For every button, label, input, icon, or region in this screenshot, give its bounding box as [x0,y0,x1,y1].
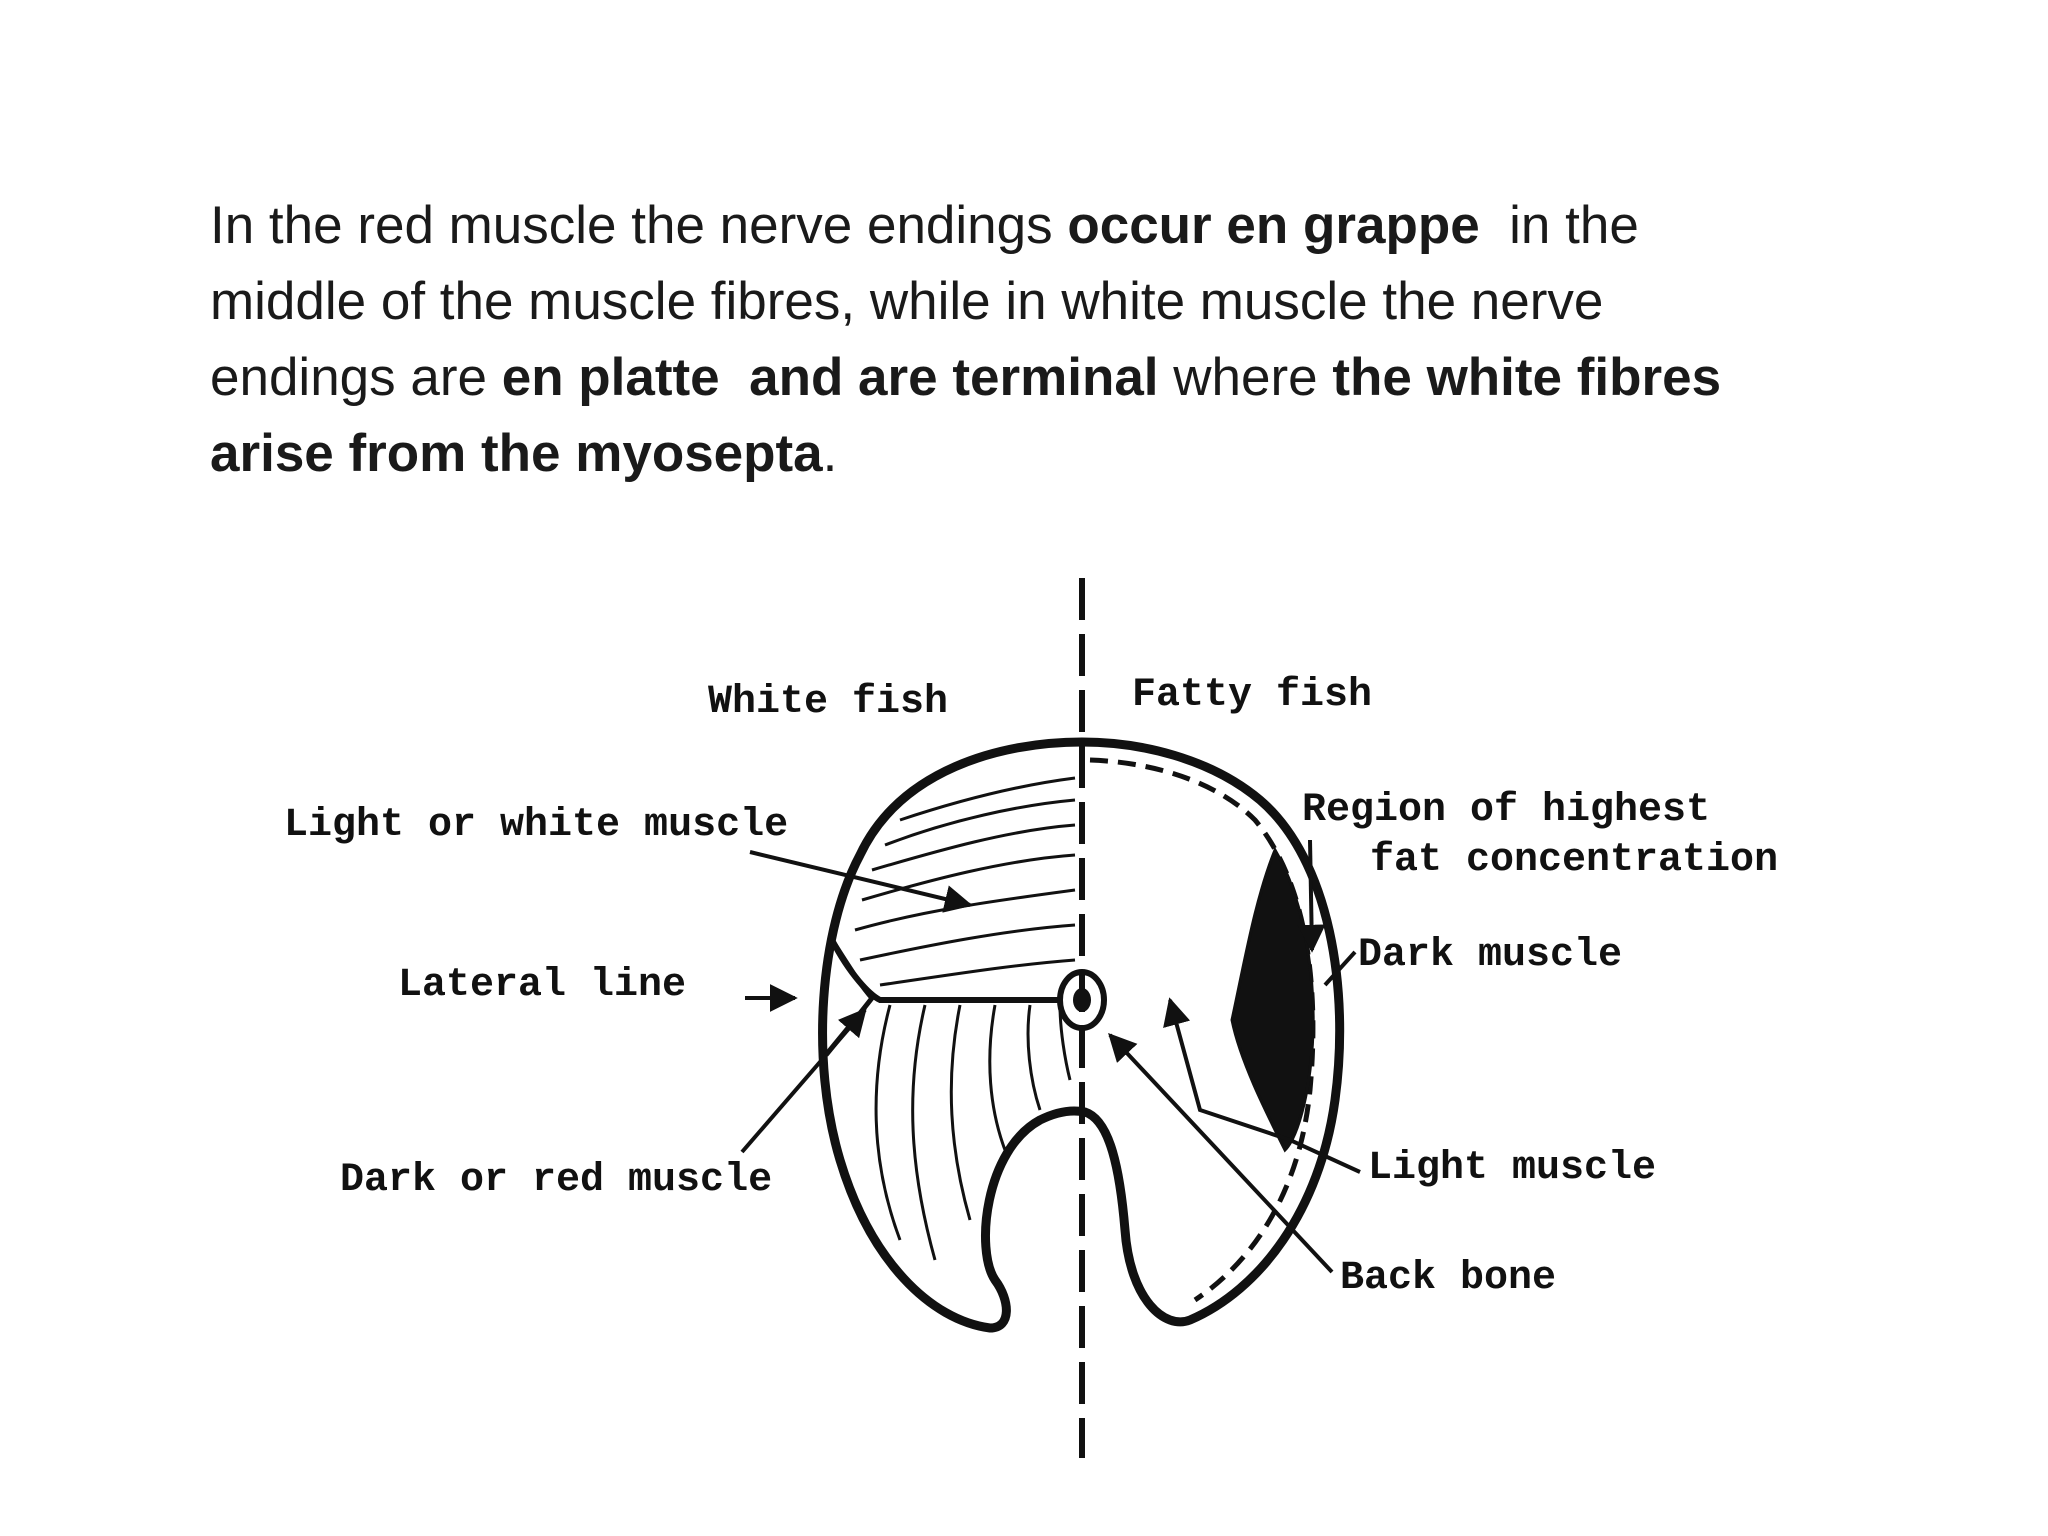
label-region-of-highest: Region of highest [1302,788,1710,833]
lower-muscle-striations [874,1004,1072,1261]
leader-arrows [740,839,1361,1274]
text-run: endings are [210,348,502,407]
paragraph-line-2: middle of the muscle fibres, while in wh… [210,264,1910,340]
text-run: In the red muscle the nerve endings [210,196,1068,255]
arrow-white-muscle [749,850,973,913]
bold-run: arise from the myosepta [210,424,823,483]
bold-run: the white fibres [1332,348,1722,407]
dark-muscle-region-right [1230,846,1315,1153]
body-paragraph: In the red muscle the nerve endings occu… [210,188,1910,492]
paragraph-line-1: In the red muscle the nerve endings occu… [210,188,1910,264]
text-run: . [822,424,838,483]
label-light-muscle: Light muscle [1368,1146,1656,1191]
arrow-light-muscle [1163,997,1361,1174]
back-bone [1057,969,1107,1031]
arrow-dark-red-muscle [740,1007,867,1154]
bold-run: occur en grappe [1067,196,1480,255]
label-light-or-white-muscle: Light or white muscle [284,803,788,848]
label-back-bone: Back bone [1340,1256,1556,1301]
label-dark-or-red-muscle: Dark or red muscle [340,1158,772,1203]
arrow-region-fat [1297,839,1326,953]
paragraph-line-4: arise from the myosepta. [210,416,1910,492]
fish-outline [818,737,1345,1333]
white-muscle-striations [854,776,1076,987]
label-fatty-fish: Fatty fish [1132,673,1372,718]
text-run: middle of the muscle fibres, while in wh… [210,272,1604,331]
label-fat-concentration: fat concentration [1370,838,1778,883]
paragraph-line-3: endings are en platte and are terminal w… [210,340,1910,416]
text-run: in the [1479,196,1639,255]
label-white-fish: White fish [708,680,948,725]
label-lateral-line: Lateral line [398,963,686,1008]
arrow-back-bone [1108,1032,1334,1274]
text-run: where [1158,348,1333,407]
arrow-dark-muscle [1323,950,1357,987]
bold-run: en platte and are terminal [501,348,1159,407]
label-dark-muscle: Dark muscle [1358,933,1622,978]
dark-muscle-wedge-left [824,938,876,1057]
